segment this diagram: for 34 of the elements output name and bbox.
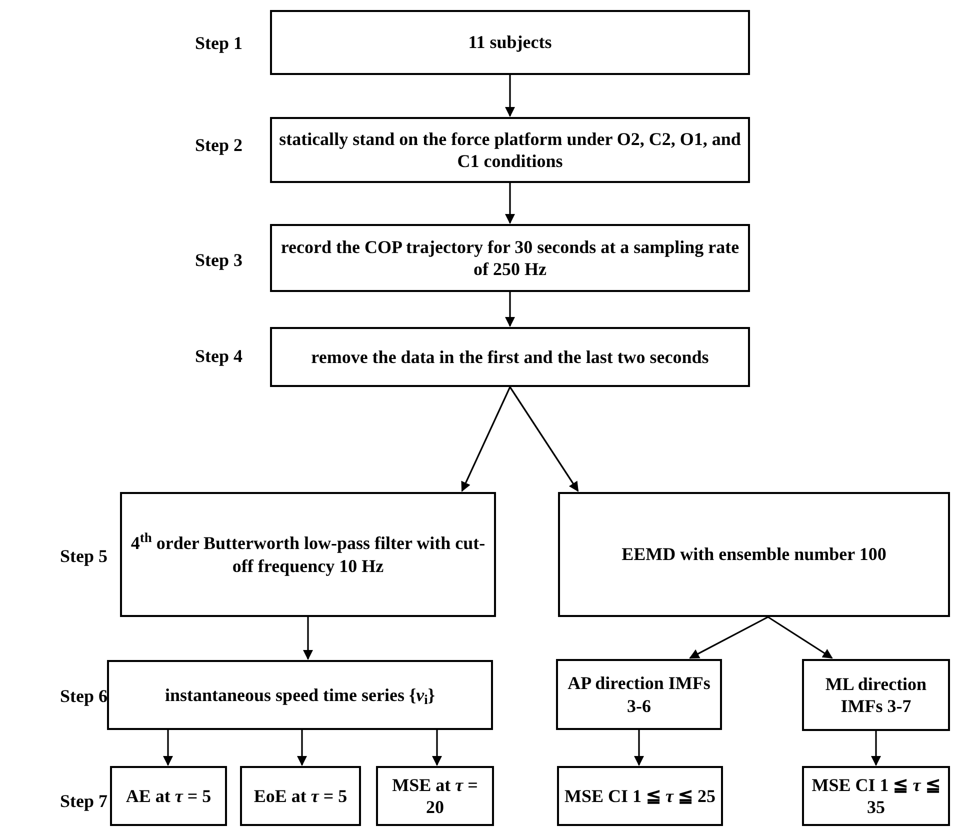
arrow [871,731,881,766]
arrow [461,386,511,492]
step-label: Step 6 [60,685,108,708]
arrow [505,183,515,224]
process-box: AP direction IMFs 3-6 [556,659,722,730]
arrow [768,616,833,659]
arrow [505,75,515,117]
process-box: AE at τ = 5 [110,766,227,826]
process-box: remove the data in the first and the last two seconds [270,327,750,387]
arrow [689,616,768,659]
step-label: Step 1 [195,32,243,55]
process-box: record the COP trajectory for 30 seconds at a sampling rate of 250 Hz [270,224,750,292]
arrow [303,617,313,660]
process-box: EoE at τ = 5 [240,766,361,826]
process-box: ML direction IMFs 3-7 [802,659,950,731]
process-box: instantaneous speed time series {v$_{i}$} [107,660,493,730]
arrow [297,730,307,766]
step-label: Step 4 [195,345,243,368]
step-label: Step 2 [195,134,243,157]
arrow [509,386,579,492]
process-box: MSE CI 1 ≦ τ ≦ 25 [557,766,723,826]
arrow [505,292,515,327]
step-label: Step 7 [60,790,108,813]
step-label: Step 3 [195,249,243,272]
arrow [432,730,442,766]
arrow [163,730,173,766]
process-box: MSE at τ = 20 [376,766,494,826]
process-box: 11 subjects [270,10,750,75]
step-label: Step 5 [60,545,108,568]
arrow [634,730,644,766]
process-box: EEMD with ensemble number 100 [558,492,950,617]
process-box: 4$^{th}$ order Butterworth low-pass filter with cut-off frequency 10 Hz [120,492,496,617]
process-box: statically stand on the force platform under O2, C2, O1, and C1 conditions [270,117,750,183]
process-box: MSE CI 1 ≦ τ ≦ 35 [802,766,950,826]
